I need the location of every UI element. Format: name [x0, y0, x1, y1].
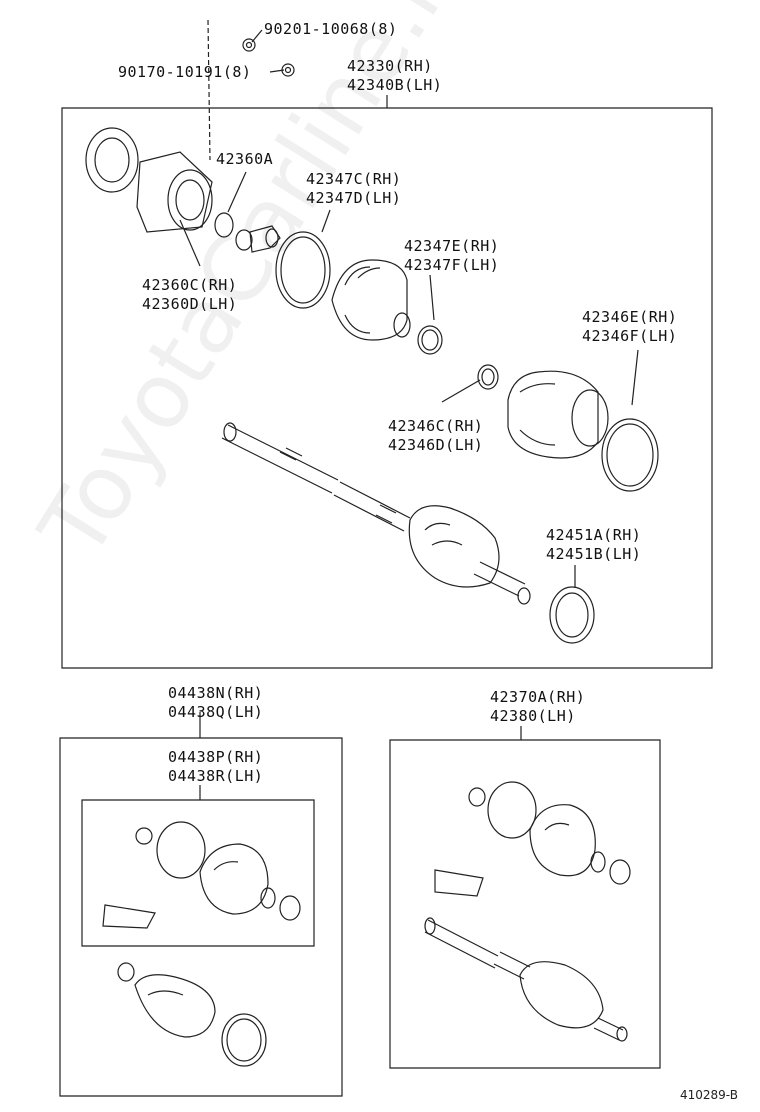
inboard-joint-cup-icon	[86, 128, 212, 232]
label-snap-ring-a: 42360A	[216, 150, 274, 168]
dust-seal-icon	[550, 587, 594, 643]
label-outboard-joint: 42370A(RH)42380(LH)	[490, 688, 586, 725]
label-band-e2: 42346E(RH)42346F(LH)	[582, 308, 678, 345]
snap-ring-icon	[215, 213, 233, 237]
nut-upper-icon	[243, 39, 255, 51]
boot-band-large-icon	[602, 419, 658, 491]
label-nut-lower: 90170-10191(8)	[118, 63, 252, 81]
boot-kit-outer-frame	[60, 738, 342, 1096]
boot-kit-inner-frame	[82, 800, 314, 946]
label-joint-c: 42360C(RH)42360D(LH)	[142, 276, 238, 313]
kit-outer-parts-icon	[118, 963, 266, 1066]
boot-clamp-large-icon	[276, 232, 330, 308]
kit-inner-parts-icon	[103, 822, 300, 928]
boot-clamp-c-icon	[478, 365, 498, 389]
nut-lower-icon	[282, 64, 294, 76]
outboard-boot-icon	[508, 371, 608, 458]
figure-reference: 410289-B	[680, 1088, 738, 1102]
leader-lines	[180, 20, 638, 800]
label-boot-kit-outer: 04438N(RH)04438Q(LH)	[168, 684, 264, 721]
label-nut-upper: 90201-10068(8)	[264, 20, 398, 38]
label-dust-seal: 42451A(RH)42451B(LH)	[546, 526, 642, 563]
boot-clamp-small-icon	[418, 326, 442, 354]
drive-shaft-icon	[222, 423, 530, 604]
label-boot-kit-inner: 04438P(RH)04438R(LH)	[168, 748, 264, 785]
outboard-joint-frame	[390, 740, 660, 1068]
label-band-e: 42347E(RH)42347F(LH)	[404, 237, 500, 274]
label-band-c2: 42346C(RH)42346D(LH)	[388, 417, 484, 454]
label-shaft-assy: 42330(RH)42340B(LH)	[347, 57, 443, 94]
tripod-icon	[236, 226, 280, 252]
label-band-c: 42347C(RH)42347D(LH)	[306, 170, 402, 207]
inboard-boot-icon	[332, 260, 410, 340]
outboard-assy-parts-icon	[425, 782, 630, 1041]
